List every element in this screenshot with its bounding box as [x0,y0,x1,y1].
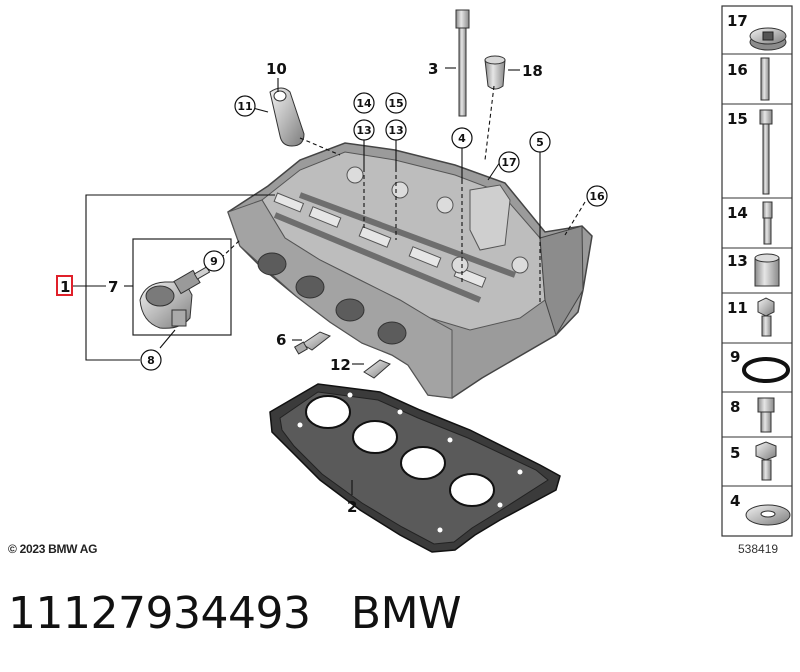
sidebar-number-15: 15 [727,110,748,128]
callout-14: 14 [356,97,372,110]
stud-bolt-icon [760,57,770,101]
sleeve-part-18 [484,55,506,90]
hex-bolt-icon [755,441,777,481]
callout-8: 8 [147,354,155,367]
parts-sidebar: 17 16 15 14 13 11 9 8 5 4 [721,5,793,537]
callouts: 1 7 10 3 18 6 12 2 11 14 15 13 13 4 5 17… [56,60,608,516]
callout-13-left: 13 [356,124,371,137]
sidebar-number-17: 17 [727,12,748,30]
screw-plug-icon [749,27,787,51]
cylinder-head-gasket [269,383,561,553]
callout-6: 6 [276,331,286,349]
callout-13-right: 13 [388,124,403,137]
sensor-part-12 [363,359,391,379]
callout-1-highlight [56,275,73,296]
copyright-text: © 2023 BMW AG [8,542,98,556]
bracket-part-10 [269,87,305,147]
sidebar-number-13: 13 [727,252,748,270]
diagram-reference-number: 538419 [738,542,779,556]
callout-5: 5 [536,136,544,149]
high-pressure-pump-group [132,238,232,336]
callout-3: 3 [428,60,438,78]
sidebar-number-9: 9 [730,348,740,366]
callout-15: 15 [388,97,403,110]
callout-9: 9 [210,255,218,268]
sidebar-number-5: 5 [730,444,740,462]
sensor-part-6 [293,331,331,355]
callout-17: 17 [501,156,516,169]
long-bolt-icon [759,109,773,195]
callout-16: 16 [589,190,605,203]
sidebar-number-16: 16 [727,61,748,79]
sidebar-number-8: 8 [730,398,740,416]
dowel-stud-icon [762,201,773,245]
o-ring-icon [742,357,790,383]
callout-2: 2 [347,498,357,516]
sleeve-icon [754,253,780,287]
hex-flange-bolt-icon [757,297,775,337]
callout-7: 7 [108,278,118,296]
callout-12: 12 [330,356,351,374]
brand-name: BMW [350,588,462,639]
callout-4: 4 [458,132,466,145]
sidebar-number-4: 4 [730,492,740,510]
part-number: 11127934493 [8,588,311,639]
cylinder-head [227,142,593,399]
callout-1: 1 [60,278,70,296]
washer-icon [745,504,791,526]
callout-11: 11 [237,100,252,113]
bolt-part-3 [455,9,470,117]
part-caption: 11127934493 BMW [8,588,462,639]
sidebar-number-14: 14 [727,204,748,222]
sidebar-number-11: 11 [727,299,748,317]
callout-18: 18 [522,62,543,80]
callout-10: 10 [266,60,287,78]
socket-head-screw-icon [757,397,775,433]
leader-lines [72,67,586,495]
